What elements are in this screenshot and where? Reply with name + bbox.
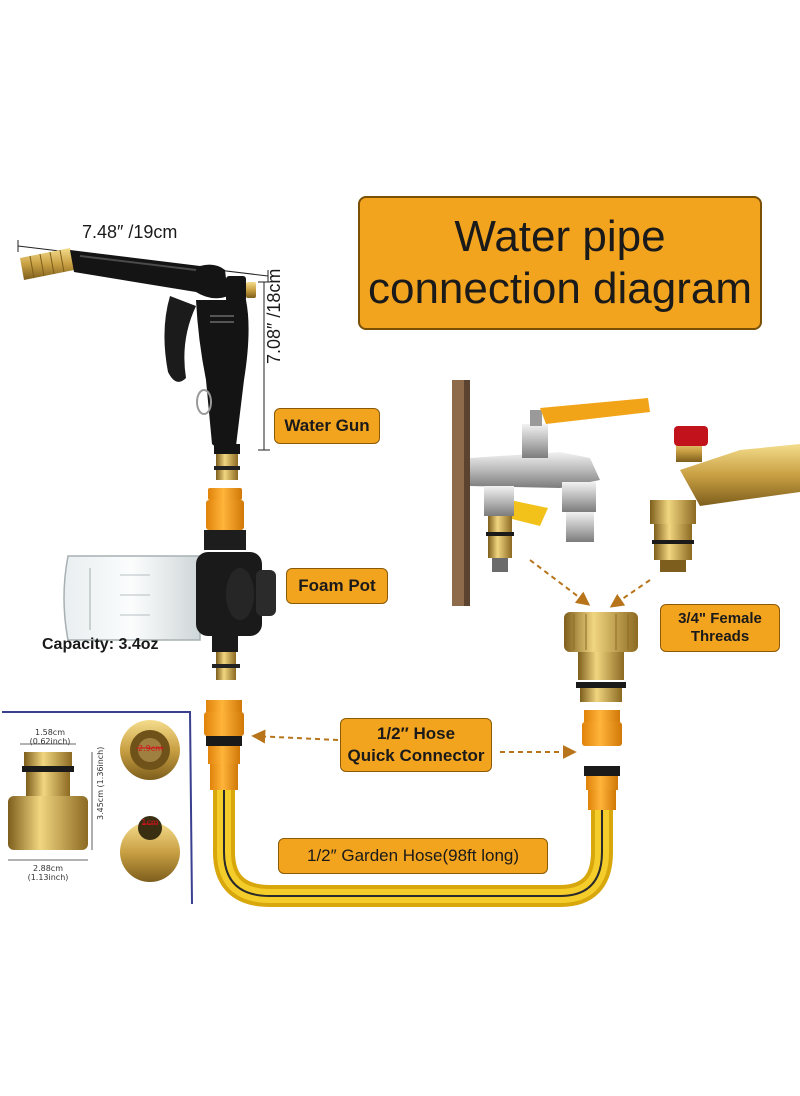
diagram-title-line2: connection diagram: [367, 264, 752, 313]
female-thread-fitting: [564, 612, 638, 702]
female-threads-line2: Threads: [690, 628, 750, 645]
garden-hose-label: 1/2″ Garden Hose(98ft long): [278, 838, 548, 874]
right-quick-connector: [582, 710, 622, 810]
inset-top-cm: 1.58cm: [34, 728, 65, 737]
female-threads-label: 3/4" Female Threads: [660, 604, 780, 652]
foam-pot: [63, 488, 276, 680]
water-gun: [20, 248, 256, 480]
foam-pot-label: Foam Pot: [286, 568, 388, 604]
garden-hose: [213, 790, 613, 907]
inset-inner-small-label: 1cm: [141, 818, 159, 827]
tap-photo: [452, 380, 800, 610]
inset-bottom-cm: 2.88cm: [32, 864, 63, 873]
diagram-title-line1: Water pipe: [454, 212, 666, 261]
inset-bottom-dimension: 2.88cm (1.13inch): [18, 864, 78, 882]
connector-arrows: [251, 729, 577, 759]
water-gun-label: Water Gun: [274, 408, 380, 444]
gun-height-label: 7.08″ /18cm: [264, 268, 284, 364]
inset-side-inch: (1.36inch): [96, 746, 105, 788]
quick-connector-line2: Quick Connector: [347, 746, 485, 765]
inset-side-cm: 3.45cm: [96, 789, 105, 820]
gun-length-label: 7.48″ /19cm: [82, 222, 178, 242]
inset-top-inch: (0.62inch): [29, 737, 71, 746]
inset-inner-red-label: 2.9cm: [138, 744, 163, 753]
inset-bottom-inch: (1.13inch): [27, 873, 69, 882]
quick-connector-line1: 1/2″ Hose: [376, 724, 456, 743]
capacity-label: Capacity: 3.4oz: [42, 636, 159, 653]
gun-height-dimension: [258, 281, 270, 451]
inset-top-dimension: 1.58cm (0.62inch): [24, 728, 76, 746]
left-quick-connector: [204, 700, 244, 790]
quick-connector-label: 1/2″ Hose Quick Connector: [340, 718, 492, 772]
fitting-inset-panel: [2, 711, 193, 905]
female-threads-line1: 3/4" Female: [678, 610, 762, 627]
inset-side-dimension: 3.45cm (1.36inch): [96, 746, 105, 820]
diagram-title-box: Water pipe connection diagram: [358, 196, 762, 330]
